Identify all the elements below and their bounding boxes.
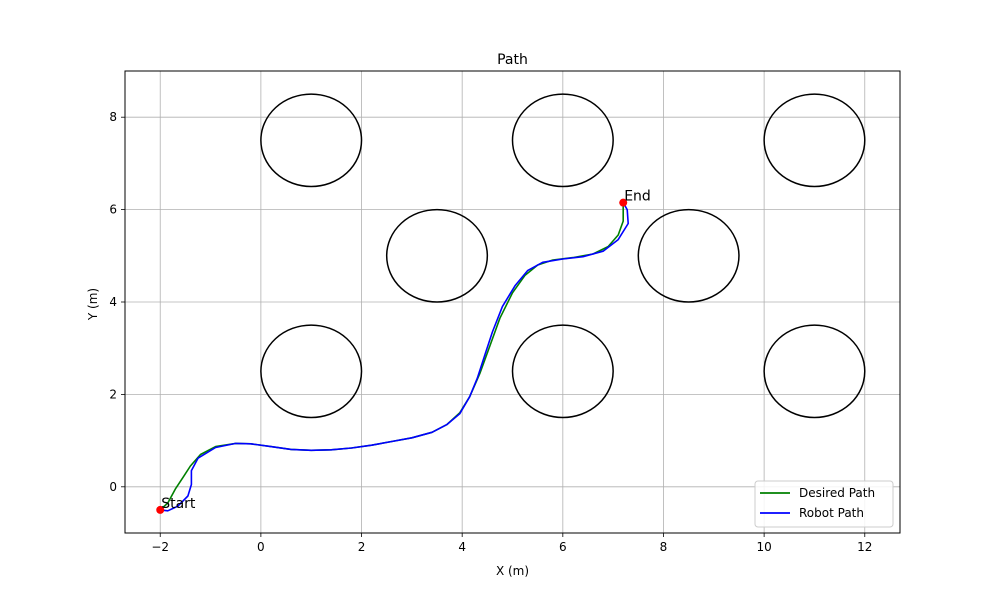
legend-label: Desired Path [799, 486, 875, 500]
end-label: End [624, 189, 651, 205]
obstacle-circle [763, 93, 866, 188]
robot-path-line [159, 201, 629, 512]
y-tick-label: 2 [109, 387, 117, 401]
x-tick-label: 8 [660, 540, 668, 554]
chart-title: Path [497, 52, 528, 68]
y-tick-label: 0 [109, 480, 117, 494]
x-tick-label: 12 [857, 540, 872, 554]
series-lines [159, 201, 629, 512]
obstacle-circle [637, 208, 740, 303]
y-axis-label: Y (m) [86, 288, 100, 321]
y-tick-label: 8 [109, 110, 117, 124]
x-tick-label: 6 [559, 540, 567, 554]
x-tick-label: 4 [458, 540, 466, 554]
x-tick-label: 0 [257, 540, 265, 554]
desired-path-line [159, 201, 624, 511]
obstacle-circle [763, 324, 866, 419]
obstacles [260, 93, 866, 419]
end-marker [619, 198, 628, 207]
x-axis-label: X (m) [496, 564, 529, 578]
legend-label: Robot Path [799, 506, 864, 520]
x-tick-label: −2 [151, 540, 169, 554]
obstacle-circle [260, 93, 363, 188]
obstacle-circle [260, 324, 363, 419]
obstacle-circle [511, 324, 614, 419]
start-marker [156, 505, 165, 514]
y-tick-label: 6 [109, 203, 117, 217]
start-label: Start [161, 496, 196, 512]
obstacle-circle [511, 93, 614, 188]
axis-ticks: −2 0 2 4 6 8 10 12 0 2 4 6 8 [109, 110, 872, 554]
obstacle-circle [385, 208, 489, 303]
x-tick-label: 10 [756, 540, 771, 554]
y-tick-label: 4 [109, 295, 117, 309]
x-tick-label: 2 [358, 540, 366, 554]
endpoint-markers: Start End [156, 189, 651, 514]
